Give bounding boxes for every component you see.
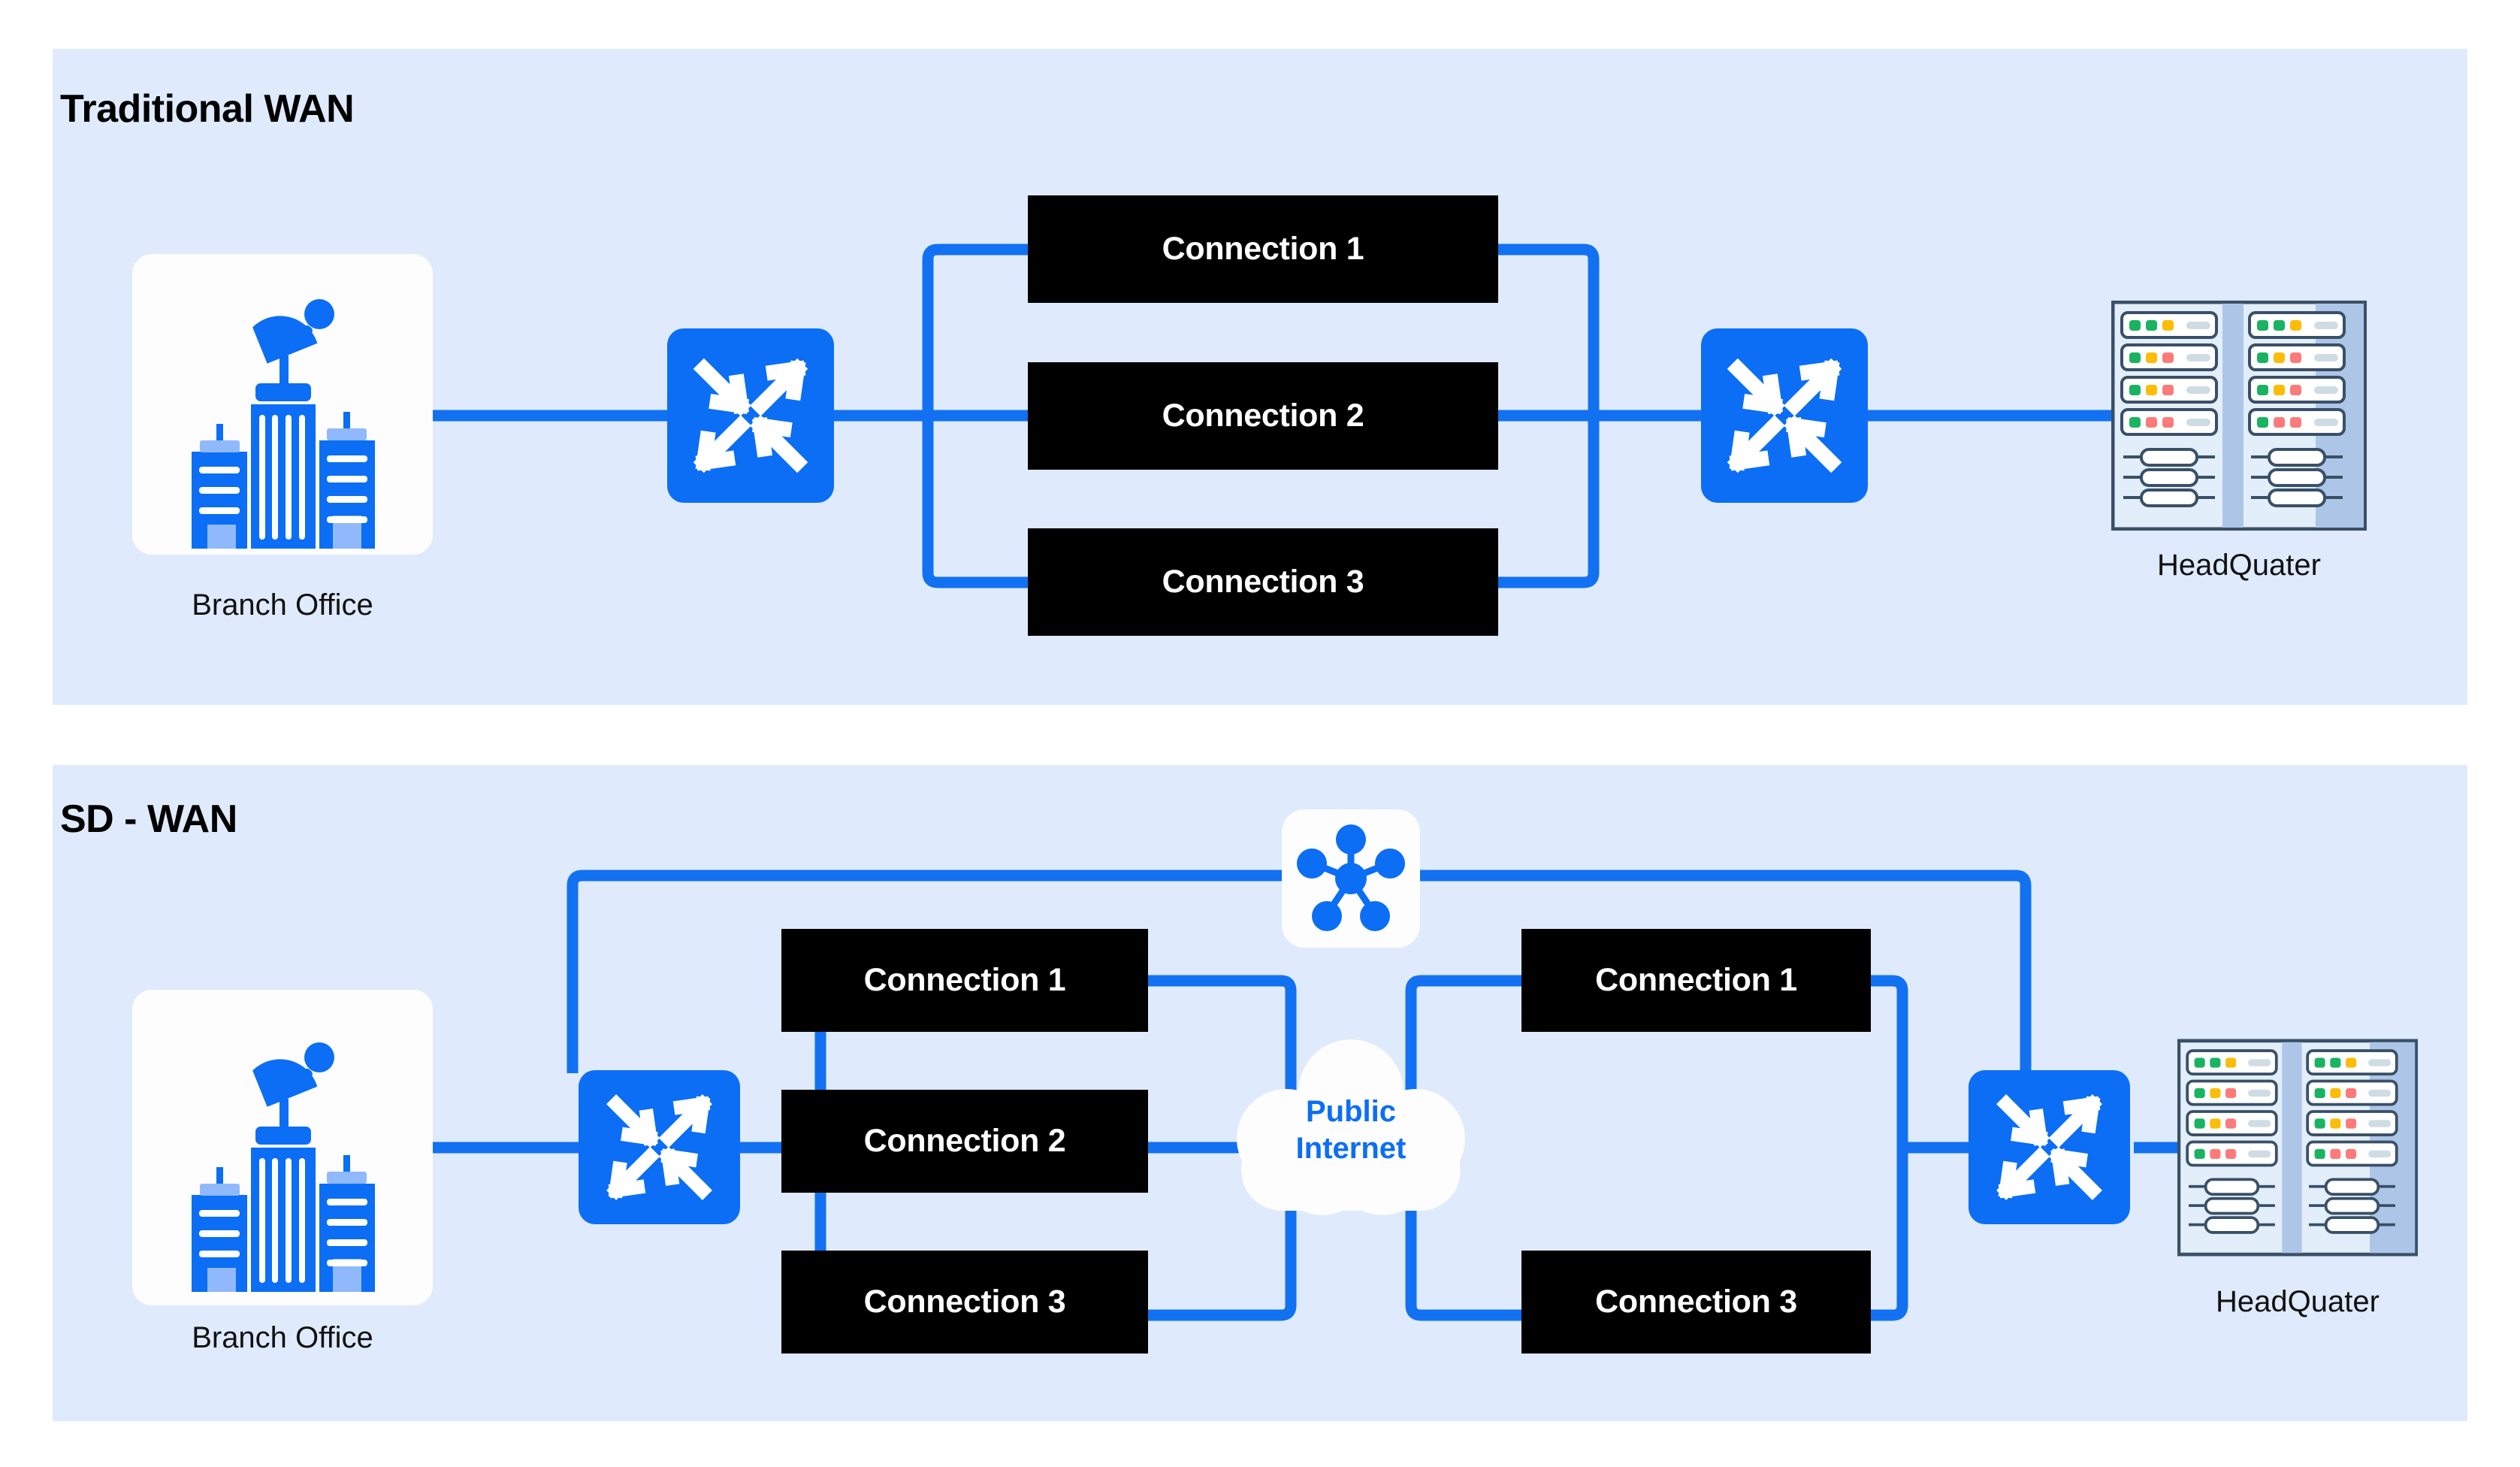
server-rack-icon — [2111, 300, 2367, 531]
panel-title-traditional: Traditional WAN — [60, 87, 355, 131]
network-hub-nodes-icon — [1297, 824, 1405, 931]
connection-box-sdwan-left-1[interactable]: Connection 1 — [781, 929, 1148, 1032]
cloud-label-line2: Internet — [1295, 1131, 1407, 1165]
branch-office-label-sdwan: Branch Office — [192, 1321, 373, 1354]
connection-box-traditional-2[interactable]: Connection 2 — [1028, 362, 1498, 470]
connection-label: Connection 1 — [863, 962, 1066, 998]
connection-box-sdwan-left-2[interactable]: Connection 2 — [781, 1090, 1148, 1193]
router-switch-icon — [606, 1094, 712, 1200]
connection-box-sdwan-right-3[interactable]: Connection 3 — [1521, 1251, 1871, 1354]
panel-title-sdwan: SD - WAN — [60, 797, 237, 841]
router-switch-icon — [693, 358, 808, 473]
connection-box-traditional-1[interactable]: Connection 1 — [1028, 195, 1498, 303]
connection-box-sdwan-left-3[interactable]: Connection 3 — [781, 1251, 1148, 1354]
office-buildings-satellite-icon — [192, 299, 375, 549]
sdwan-controller-card[interactable] — [1282, 809, 1420, 948]
office-buildings-satellite-icon — [192, 1042, 375, 1292]
connection-box-traditional-3[interactable]: Connection 3 — [1028, 528, 1498, 636]
branch-office-label-traditional: Branch Office — [192, 588, 373, 622]
branch-office-card-traditional — [132, 254, 433, 555]
router-left-traditional[interactable] — [667, 328, 834, 503]
connection-label: Connection 3 — [863, 1284, 1066, 1320]
router-right-traditional[interactable] — [1701, 328, 1868, 503]
connection-label: Connection 2 — [1162, 398, 1364, 434]
cloud-icon — [1237, 1039, 1465, 1215]
connection-box-sdwan-right-1[interactable]: Connection 1 — [1521, 929, 1871, 1032]
connection-label: Connection 3 — [1162, 564, 1364, 600]
connection-label: Connection 1 — [1595, 962, 1797, 998]
cloud-label-line1: Public — [1305, 1095, 1397, 1128]
connection-label: Connection 1 — [1162, 231, 1364, 267]
public-internet-cloud — [1226, 1033, 1476, 1233]
connection-label: Connection 3 — [1595, 1284, 1797, 1320]
headquarter-label-traditional: HeadQuater — [2157, 549, 2321, 582]
router-right-sdwan[interactable] — [1969, 1070, 2130, 1224]
branch-office-card-sdwan — [132, 990, 433, 1305]
router-switch-icon — [1996, 1094, 2102, 1200]
headquarter-rack-traditional — [2111, 300, 2367, 531]
headquarter-label-sdwan: HeadQuater — [2216, 1285, 2379, 1318]
router-switch-icon — [1727, 358, 1842, 473]
connection-label: Connection 2 — [863, 1123, 1066, 1159]
public-internet-label: Public Internet — [1253, 1093, 1449, 1167]
router-left-sdwan[interactable] — [579, 1070, 740, 1224]
headquarter-rack-sdwan — [2177, 1036, 2419, 1260]
server-rack-icon — [2177, 1039, 2419, 1257]
